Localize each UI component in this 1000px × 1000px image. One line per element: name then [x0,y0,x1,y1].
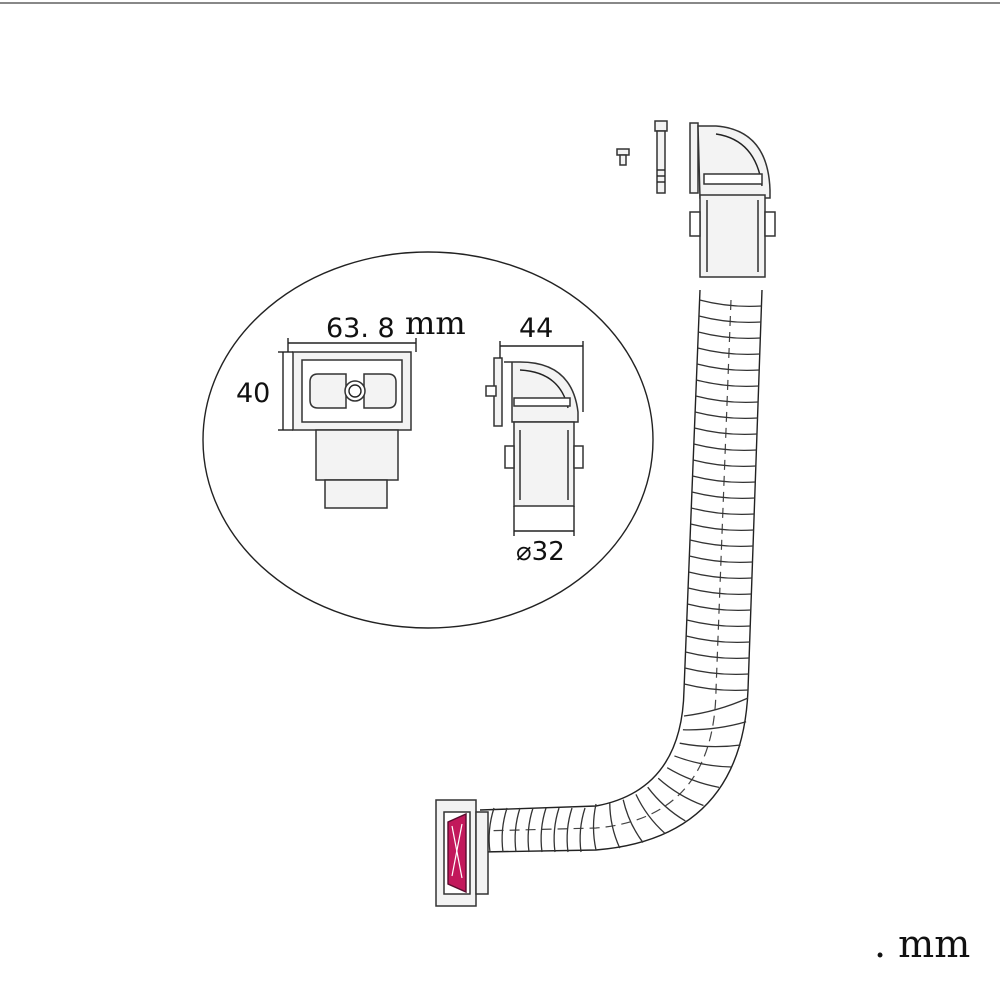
side-clip-left [504,445,515,469]
hose-rib [527,807,534,853]
head-plate [689,122,699,194]
hose-rib [696,379,759,388]
hose-rib [684,667,749,676]
hose-rib [687,603,752,612]
side-clip-right [573,445,584,469]
hose-rib [697,347,761,356]
bottom-connector [435,799,489,907]
head-clip-right [764,211,776,237]
hose-rib [553,807,560,853]
hose-rib [684,683,749,692]
side-elbow-rib [513,397,571,407]
diameter-label: ⌀32 [516,537,565,567]
width-dimension: 63. 8 mm [287,304,466,352]
hose-rib [694,411,758,420]
depth-label: 44 [519,313,553,344]
hose-rib [683,697,749,717]
head-clip-left [689,211,701,237]
hose-rib [689,555,753,564]
hose-rib [687,587,752,596]
hose-rib [679,742,741,748]
hose-rib [688,571,753,580]
hose-rib [488,807,495,853]
hose-rib [622,799,644,843]
hose-rib [685,651,750,660]
hose-rib [691,491,755,500]
unit-note: . mm [874,922,970,966]
hose-rib [686,635,750,644]
hose-rib [674,755,732,768]
diameter-dimension: ⌀32 [513,506,575,567]
hose-rib [657,777,704,807]
hose-rib [691,507,755,516]
bottom-collar [475,811,489,895]
height-dimension: 40 [236,351,293,431]
hose-rib [686,619,751,628]
hose-rib [699,299,762,308]
width-unit: mm [405,304,466,342]
side-screw-head [485,385,497,397]
hose-rib [698,315,762,324]
front-slot-left [309,373,347,409]
head-elbow-rib [703,173,763,185]
hose-centerline [479,299,732,832]
front-neck [315,429,399,481]
hose-ribs [488,299,762,853]
hose-rib [695,395,759,404]
side-pipe [513,421,575,507]
detail-ellipse [202,251,654,629]
corrugated-hose [479,289,763,853]
detail-callout: 63. 8 mm 40 44 [202,251,654,629]
hose-rib [693,443,757,452]
hose-rib [693,459,757,468]
hose-rib [682,721,747,731]
hose-outline-inner [479,289,701,811]
head-elbow [697,125,771,199]
hose-rib [696,363,760,372]
front-screw-inner [348,384,362,398]
side-view [485,357,584,507]
side-elbow-body [504,361,579,423]
hose-rib [514,807,521,853]
hose-rib [566,807,573,853]
long-bolt [654,120,668,194]
small-screw [616,148,630,166]
hose-rib [592,803,597,851]
hose-outline-outer [479,289,763,853]
hose-rib [689,539,754,548]
hose-rib [694,427,758,436]
front-view [292,351,412,509]
hose-rib [698,331,761,340]
head-pipe [699,194,766,278]
hose-rib [501,807,508,853]
front-tail [324,479,388,509]
width-label: 63. 8 [326,313,395,344]
depth-dimension: 44 [499,313,584,412]
hose-rib [647,786,686,822]
hose-rib [635,794,666,834]
overflow-head-assembly [616,120,776,278]
hose-rib [666,767,720,788]
hose-rib [609,802,621,849]
hose-rib [692,475,756,484]
front-screw-outer [344,380,366,402]
hose-rib [540,807,547,853]
hose-rib [690,523,754,532]
height-label: 40 [236,378,270,409]
hose-rib [579,807,586,853]
front-slot-right [363,373,397,409]
